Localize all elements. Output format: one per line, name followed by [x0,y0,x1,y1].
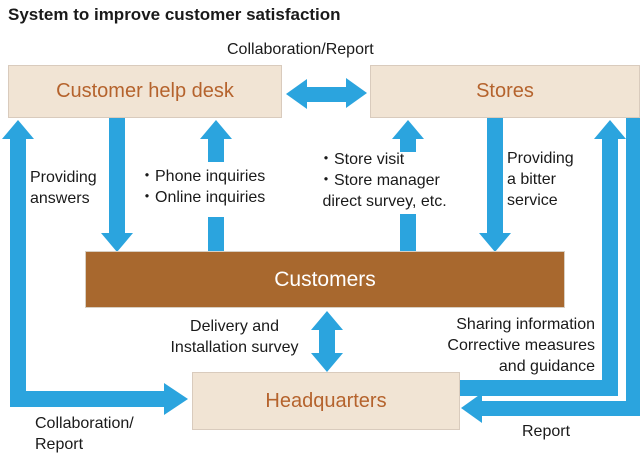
arrow-shaft [319,329,335,354]
label-report: Report [522,423,571,440]
node-stores-label: Stores [476,80,534,102]
label-delivery-survey: Delivery and Installation survey [170,318,299,357]
arrow-shaft [626,118,640,416]
arrow-head-down [101,233,133,252]
node-customer-help-desk: Customer help desk [8,65,282,118]
label-collaboration-report-bottom: Collaboration/ Report [35,415,134,454]
label-bitter-service: Providing a bitter service [507,150,574,210]
arrow-head-up [200,120,232,139]
diagram-title: System to improve customer satisfaction [8,5,341,24]
arrow-shaft [602,138,618,396]
arrow-head-right [164,383,188,415]
arrow-head-up [311,311,343,330]
node-stores: Stores [370,65,640,118]
arrow-shaft [109,118,125,234]
arrow-head-down [311,353,343,372]
node-customers-label: Customers [274,267,376,291]
node-headquarters-label: Headquarters [265,389,387,412]
arrow-shaft [460,380,618,396]
label-sharing-info: Sharing information Corrective measures … [447,316,595,376]
label-collaboration-report-top: Collaboration/Report [227,41,374,58]
arrow-head-up [2,120,34,139]
arrow-head-up [392,120,424,139]
label-providing-answers: Providing answers [30,169,97,208]
arrow-shaft [208,217,224,251]
arrow-head-right [346,78,367,108]
arrow-head-down [479,233,511,252]
arrow-head-left [286,79,307,109]
arrow-shaft [482,401,640,416]
node-headquarters: Headquarters [192,372,460,430]
arrow-shaft [305,87,348,102]
node-customers: Customers [85,251,565,308]
label-store-visit: ・Store visit ・Store manager direct surve… [318,151,447,211]
arrow-shaft [400,214,416,251]
arrow-shaft [10,391,164,407]
arrow-shaft [10,138,26,407]
label-inquiries: ・Phone inquiries ・Online inquiries [139,168,266,207]
node-customer-help-desk-label: Customer help desk [56,80,234,102]
arrow-shaft [400,138,416,152]
arrow-shaft [487,118,503,234]
arrow-head-up [594,120,626,139]
arrow-shaft [208,138,224,162]
arrow-head-left [461,393,482,423]
